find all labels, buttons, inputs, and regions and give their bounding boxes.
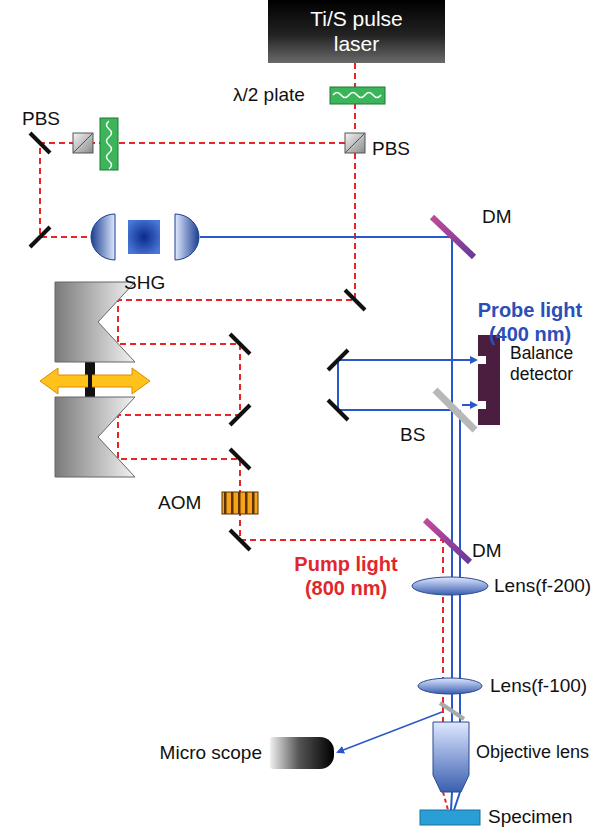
component-label: AOM (158, 492, 201, 515)
probe-beam (200, 237, 452, 722)
retroreflector (55, 282, 135, 362)
retroreflector (55, 397, 135, 477)
component-label: DM (472, 540, 502, 563)
pickoff-mirror (440, 703, 464, 719)
dichroic-mirror (432, 217, 474, 257)
lens-f100 (418, 678, 482, 694)
plate-wave (333, 93, 381, 98)
signal-beam (462, 404, 476, 406)
shg-lens (175, 214, 199, 260)
imaging-beam (338, 712, 442, 752)
component-label: λ/2 plate (233, 84, 305, 107)
shg-lens (91, 214, 115, 260)
mirror (230, 334, 250, 354)
mirror (30, 133, 50, 153)
pbs-cube (345, 133, 365, 153)
beam-label: Pump light (800 nm) (282, 552, 410, 600)
probe-beam (451, 792, 460, 810)
mirror (230, 449, 250, 469)
lens-f200 (412, 577, 488, 595)
pump-beam (443, 792, 448, 810)
component-label: PBS (22, 108, 60, 131)
mirrors (30, 133, 365, 550)
node-label: Ti/S pulse laser (298, 7, 416, 55)
component-label: DM (482, 206, 512, 229)
translation-arrow (40, 368, 150, 394)
component-label: Specimen (488, 806, 573, 829)
mirror (328, 350, 348, 370)
component-label: BS (400, 424, 425, 447)
reference-beam (338, 360, 476, 410)
stage-bar (88, 370, 92, 392)
component-label: Objective lens (476, 742, 589, 764)
beam-splitter (435, 390, 475, 430)
component-label: SHG (124, 272, 165, 295)
mirror (230, 405, 250, 425)
mirror (328, 400, 348, 420)
balance-detector: Balance detector (478, 335, 500, 425)
aom-crystal (222, 492, 258, 514)
microscope-camera: Micro scope (270, 737, 334, 769)
mirror (345, 290, 365, 310)
mirror (30, 227, 50, 247)
pbs-diagonal (345, 133, 365, 153)
pump-beam (118, 153, 443, 722)
pbs-cube (73, 133, 93, 153)
dichroic-mirror (425, 520, 470, 562)
node-label: Micro scope (160, 742, 262, 764)
component-label: Lens(f-100) (490, 675, 587, 698)
beam-label: Probe light (400 nm) (466, 298, 594, 346)
shg-crystal (128, 220, 160, 254)
component-label: PBS (372, 138, 410, 161)
probe-return-beam (459, 410, 461, 722)
half-wave-plate (100, 118, 118, 170)
half-wave-plate (330, 87, 385, 104)
component-label: Lens(f-200) (494, 575, 591, 598)
pbs-diagonal (73, 133, 93, 153)
mirror (230, 530, 250, 550)
plate-wave (107, 121, 112, 169)
node-label: Balance detector (510, 343, 600, 385)
specimen-slide (420, 810, 480, 825)
objective-lens (433, 722, 469, 792)
laser-source: Ti/S pulse laser (268, 0, 445, 63)
